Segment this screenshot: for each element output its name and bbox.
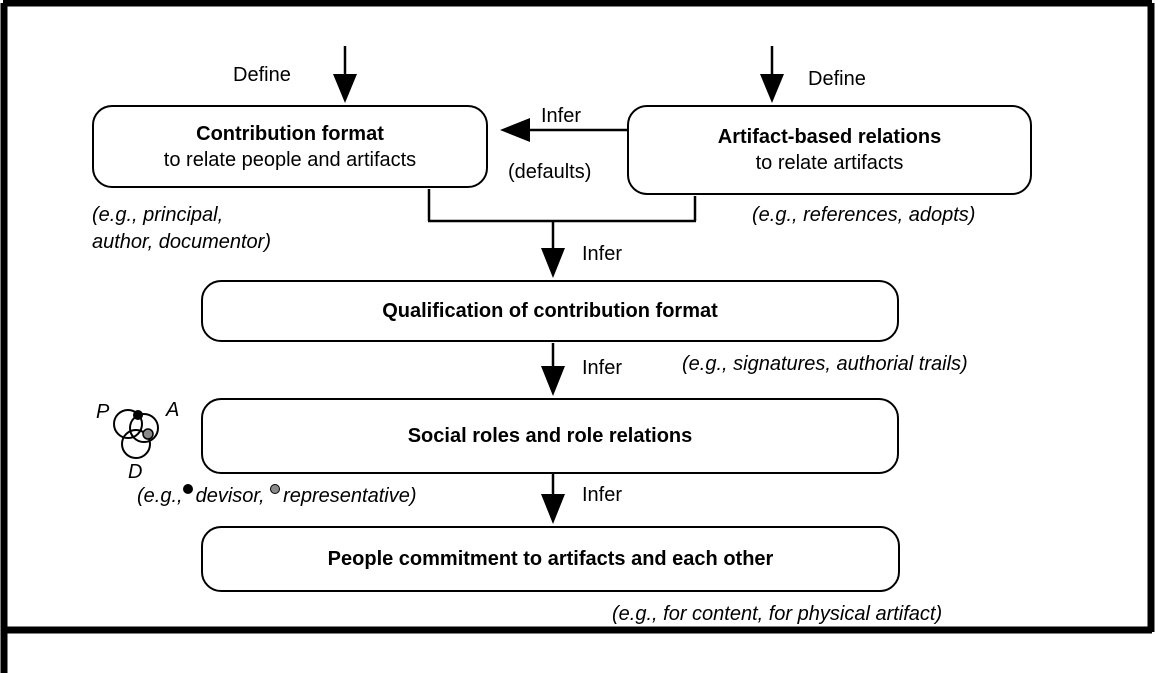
infer-label-1: Infer [582, 243, 623, 265]
contribution-example-line1: (e.g., principal, [92, 204, 224, 226]
contribution-format-subtitle: to relate people and artifacts [163, 148, 417, 171]
commitment-title: People commitment to artifacts and each … [327, 548, 774, 570]
social-roles-box: Social roles and role relations [201, 398, 899, 474]
infer-defaults-label: Infer [541, 105, 582, 127]
qualification-title: Qualification of contribution format [382, 300, 718, 322]
infer-defaults-arrow [500, 118, 630, 142]
artifact-relations-subtitle: to relate artifacts [755, 152, 904, 174]
artifact-relations-title: Artifact-based relations [717, 126, 942, 148]
social-example: (e.g., devisor, representative) [137, 484, 416, 508]
venn-representative-dot [142, 428, 154, 440]
infer-arrow-3 [541, 474, 565, 524]
define-label-right: Define [808, 68, 866, 90]
social-example-representative: representative) [283, 485, 417, 507]
infer-arrow-2 [541, 343, 565, 396]
infer-label-3: Infer [582, 484, 623, 506]
merge-connector [427, 189, 697, 252]
contribution-format-box: Contribution format to relate people and… [92, 105, 488, 188]
infer-arrow-1-head [541, 248, 565, 278]
social-example-prefix: (e.g., [137, 485, 183, 507]
representative-dot-icon [270, 484, 281, 495]
defaults-label: (defaults) [508, 161, 592, 183]
define-arrow-left [333, 46, 357, 103]
define-arrow-right [760, 46, 784, 103]
venn-circle-p [113, 409, 143, 439]
contribution-format-title: Contribution format [196, 122, 384, 145]
qualification-box: Qualification of contribution format [201, 280, 899, 342]
venn-diagram [113, 409, 159, 459]
define-label-left: Define [233, 64, 291, 86]
social-example-devisor: devisor, [195, 485, 265, 507]
artifact-relations-box: Artifact-based relations to relate artif… [627, 105, 1032, 195]
artifact-example: (e.g., references, adopts) [752, 204, 976, 226]
contribution-example-line2: author, documentor) [92, 231, 271, 253]
qualification-example: (e.g., signatures, authorial trails) [682, 353, 968, 375]
venn-label-d: D [128, 461, 142, 483]
social-roles-title: Social roles and role relations [407, 425, 693, 447]
venn-circle-a [129, 413, 159, 443]
venn-label-p: P [96, 401, 110, 423]
devisor-dot-icon [182, 484, 193, 495]
venn-circle-d [121, 429, 151, 459]
venn-label-a: A [165, 399, 179, 421]
commitment-box: People commitment to artifacts and each … [201, 526, 900, 592]
infer-label-2: Infer [582, 357, 623, 379]
venn-devisor-dot [133, 410, 143, 420]
commitment-example: (e.g., for content, for physical artifac… [612, 603, 943, 625]
